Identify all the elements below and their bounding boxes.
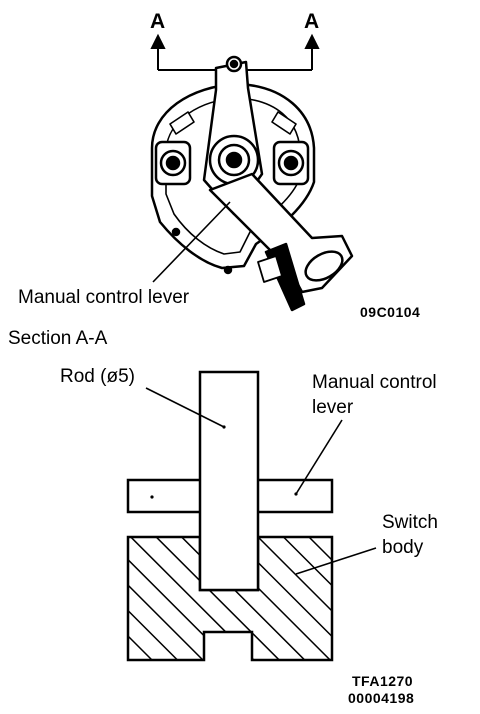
switch-label-1: Switch bbox=[382, 512, 438, 533]
lever-leader-line bbox=[152, 201, 231, 283]
footer-code-1: TFA1270 bbox=[352, 673, 413, 689]
section-lever-label-1: Manual control bbox=[312, 372, 437, 393]
section-lever-label-2: lever bbox=[312, 397, 354, 418]
top-figure-code: 09C0104 bbox=[360, 304, 420, 320]
section-leader-lines bbox=[145, 387, 377, 575]
top-lever-label: Manual control lever bbox=[18, 287, 190, 308]
section-mark-left: A bbox=[150, 10, 165, 33]
section-mark-right: A bbox=[304, 10, 319, 33]
arrow-right-icon bbox=[304, 33, 320, 49]
footer-code-2: 00004198 bbox=[348, 690, 414, 706]
arrow-left-icon bbox=[150, 33, 166, 49]
switch-label-2: body bbox=[382, 537, 424, 558]
rod-label: Rod (ø5) bbox=[60, 366, 135, 387]
section-title: Section A-A bbox=[8, 328, 108, 349]
rod-section bbox=[198, 370, 260, 592]
switch-top-view bbox=[150, 55, 354, 312]
